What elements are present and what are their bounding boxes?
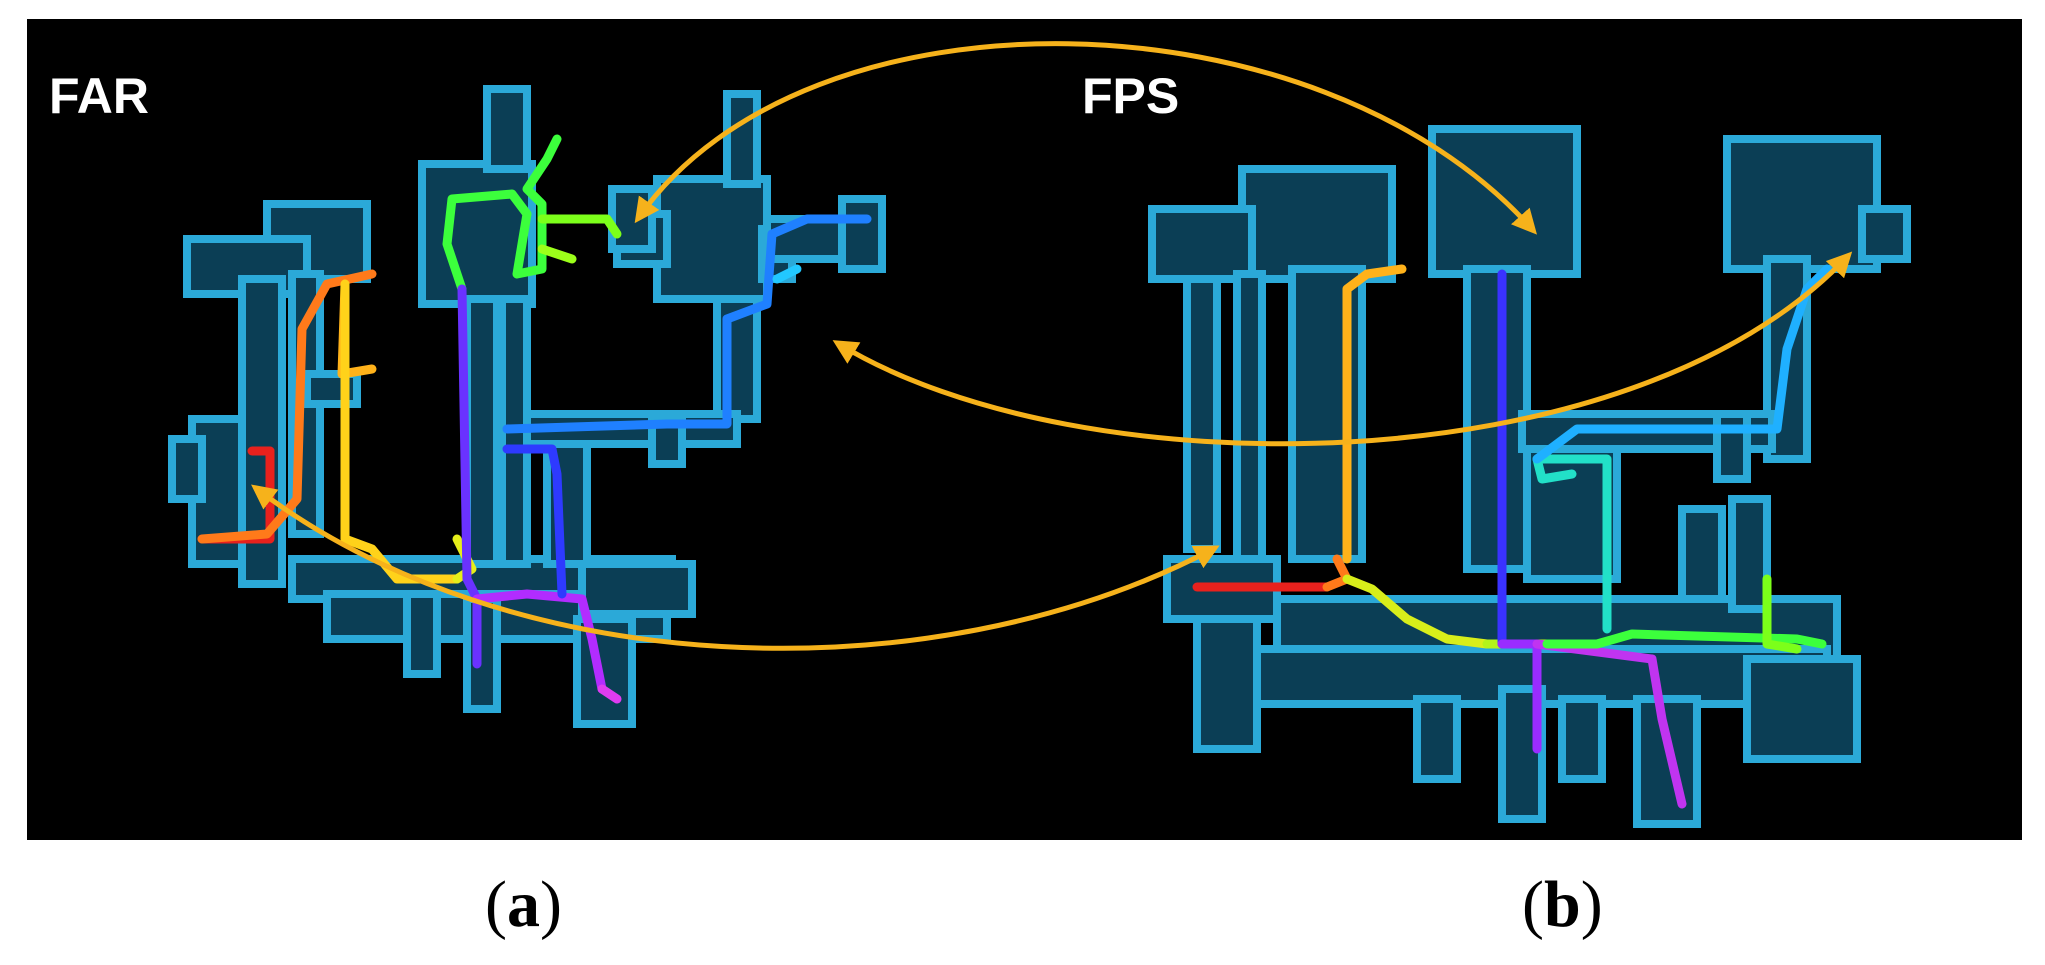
figure-panel: FAR FPS xyxy=(27,19,2022,840)
arrow-bottom xyxy=(251,484,1220,651)
fps-occupancy-map xyxy=(1148,125,1911,828)
far-panel-label: FAR xyxy=(49,68,149,124)
correspondence-arrows xyxy=(251,41,1853,651)
caption-b: (b) xyxy=(1522,868,1603,941)
map-comparison-graphic xyxy=(168,41,1911,828)
caption-b-letter: b xyxy=(1543,868,1581,941)
arrow-middle xyxy=(832,251,1853,447)
arrow-top xyxy=(634,41,1538,235)
fps-panel-label: FPS xyxy=(1082,68,1180,124)
caption-a: (a) xyxy=(485,868,562,941)
caption-a-letter: a xyxy=(506,868,540,941)
